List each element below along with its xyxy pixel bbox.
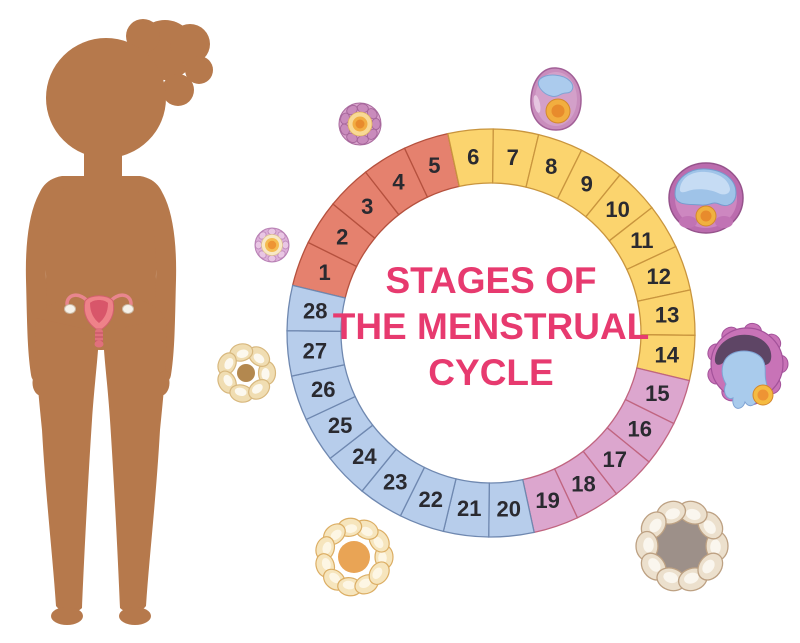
wheel-day-3-label: 3 bbox=[361, 194, 373, 219]
wheel-day-26-label: 26 bbox=[311, 377, 335, 402]
wheel-day-17-label: 17 bbox=[602, 447, 626, 472]
title-line-1: STAGES OF bbox=[385, 260, 597, 301]
wheel-day-16-label: 16 bbox=[628, 416, 652, 441]
wheel-day-4-label: 4 bbox=[392, 170, 405, 195]
uterus-icon bbox=[64, 293, 134, 348]
mature-follicle-icon bbox=[668, 162, 744, 234]
wheel-day-28-label: 28 bbox=[303, 299, 327, 324]
wheel-day-8-label: 8 bbox=[545, 154, 557, 179]
wheel-day-14-label: 14 bbox=[654, 342, 679, 367]
secondary-follicle-icon bbox=[530, 67, 582, 131]
wheel-day-12-label: 12 bbox=[646, 264, 670, 289]
wheel-day-15-label: 15 bbox=[645, 381, 669, 406]
corpus-luteum-icon bbox=[315, 517, 394, 597]
wheel-day-7-label: 7 bbox=[507, 145, 519, 170]
wheel-day-2-label: 2 bbox=[336, 225, 348, 250]
wheel-day-13-label: 13 bbox=[655, 303, 679, 328]
wheel-day-1-label: 1 bbox=[318, 260, 330, 285]
body-shape bbox=[25, 19, 213, 625]
wheel-day-18-label: 18 bbox=[571, 471, 595, 496]
wheel-day-24-label: 24 bbox=[352, 444, 377, 469]
wheel-day-10-label: 10 bbox=[605, 197, 629, 222]
wheel-day-11-label: 11 bbox=[630, 228, 653, 253]
wheel-day-5-label: 5 bbox=[428, 153, 440, 178]
wheel-day-21-label: 21 bbox=[457, 496, 481, 521]
female-body-silhouette bbox=[25, 19, 213, 625]
primary-follicle-icon bbox=[338, 102, 382, 146]
corpus-albicans-icon bbox=[635, 500, 729, 592]
wheel-day-22-label: 22 bbox=[418, 487, 442, 512]
page-title: STAGES OF THE MENSTRUAL CYCLE bbox=[321, 258, 661, 396]
wheel-day-9-label: 9 bbox=[581, 172, 593, 197]
wheel-day-23-label: 23 bbox=[383, 469, 407, 494]
title-line-2: THE MENSTRUAL bbox=[332, 306, 650, 347]
wheel-day-19-label: 19 bbox=[535, 488, 559, 513]
degenerating-follicle-icon bbox=[217, 343, 277, 403]
wheel-day-20-label: 20 bbox=[497, 497, 521, 522]
wheel-day-6-label: 6 bbox=[467, 144, 479, 169]
head bbox=[46, 38, 166, 158]
wheel-day-25-label: 25 bbox=[328, 413, 352, 438]
primordial-follicle-icon bbox=[254, 227, 290, 263]
ovulation-release-icon bbox=[707, 322, 789, 409]
wheel-day-27-label: 27 bbox=[303, 338, 327, 363]
title-line-3: CYCLE bbox=[428, 352, 554, 393]
wheel-segment-day-28 bbox=[286, 284, 346, 332]
